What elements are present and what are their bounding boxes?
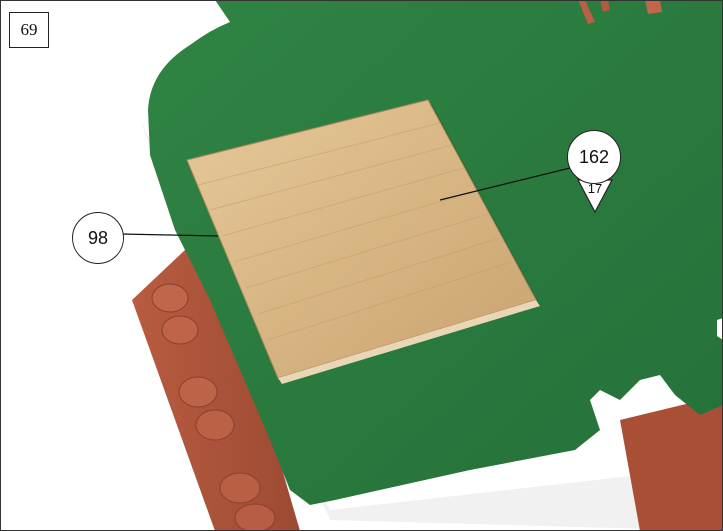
step-number: 69: [21, 20, 38, 40]
sheet-17-label: 17: [578, 181, 612, 196]
callout-162: 162: [567, 130, 621, 184]
callout-98: 98: [72, 212, 124, 264]
step-number-box: 69: [9, 12, 49, 48]
callout-162-label: 162: [579, 147, 609, 168]
callout-98-label: 98: [88, 228, 108, 249]
